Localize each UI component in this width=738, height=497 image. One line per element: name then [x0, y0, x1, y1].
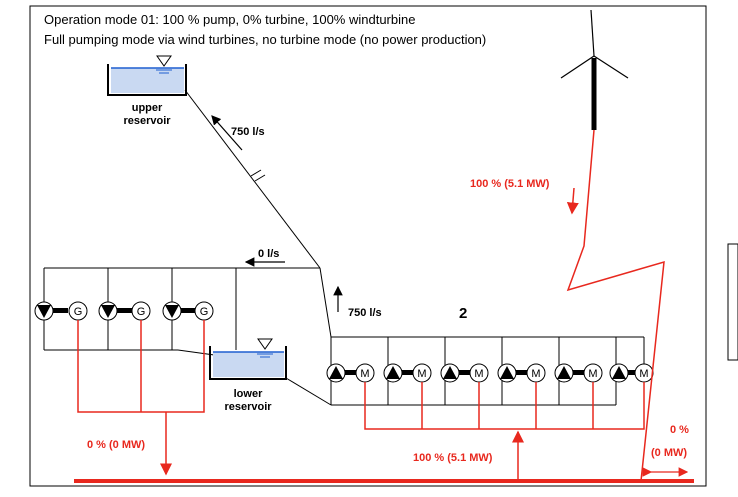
penstock-pipe [184, 89, 321, 269]
pump-flow-label: 750 l/s [348, 307, 382, 319]
motor-symbol: M [417, 368, 426, 380]
motor-symbol: M [588, 368, 597, 380]
pump-unit-4: M [497, 363, 546, 383]
side-marker [727, 243, 738, 361]
upper-reservoir-label-1: upper [132, 102, 163, 114]
generator-symbol: G [137, 306, 146, 318]
turbine-icon [101, 305, 115, 318]
turbine-unit-2: G [98, 301, 151, 321]
motor-symbol: M [360, 368, 369, 380]
turbine-unit-1: G [34, 301, 88, 321]
pump-station-id: 2 [459, 305, 467, 322]
grid-power-label-2: (0 MW) [651, 447, 687, 459]
turbine-icon [165, 305, 179, 318]
water-level-icon [257, 338, 273, 350]
motor-symbol: M [474, 368, 483, 380]
wind-turbine-icon [560, 9, 629, 130]
water-level-icon [156, 55, 172, 67]
pump-collector-line [364, 382, 645, 430]
penstock-flow-label: 750 l/s [231, 126, 265, 138]
pump-icon [557, 366, 571, 379]
pump-unit-2: M [383, 363, 432, 383]
pump-icon [386, 366, 400, 379]
title-line-1: Operation mode 01: 100 % pump, 0% turbin… [44, 12, 415, 27]
turbine-unit-3: G [162, 301, 214, 321]
generator-symbol: G [200, 306, 209, 318]
pump-icon [612, 366, 626, 379]
pump-icon [329, 366, 343, 379]
wind-power-arrow [566, 187, 579, 215]
turbine-icon [37, 305, 51, 318]
upper-reservoir-label-2: reservoir [123, 115, 171, 127]
penstock-flow-arrow [211, 115, 243, 151]
wind-power-line [566, 129, 665, 482]
pump-icon [500, 366, 514, 379]
motor-symbol: M [531, 368, 540, 380]
pump-unit-1: M [326, 363, 375, 383]
lower-reservoir-label-1: lower [234, 388, 263, 400]
power-lines [77, 129, 665, 482]
wind-power-label: 100 % (5.1 MW) [470, 178, 550, 190]
pump-unit-5: M [554, 363, 603, 383]
lower-reservoir [209, 338, 287, 380]
pump-unit-3: M [440, 363, 489, 383]
pump-unit-6: M [609, 363, 654, 383]
motor-symbol: M [639, 368, 648, 380]
grid-power-label-1: 0 % [670, 424, 689, 436]
turbine-power-label: 0 % (0 MW) [87, 439, 145, 451]
outer-frame [29, 5, 707, 487]
pump-power-label: 100 % (5.1 MW) [413, 452, 493, 464]
upper-reservoir [107, 55, 187, 96]
penstock-break-2 [254, 174, 266, 182]
penstock-break-1 [250, 169, 262, 177]
pump-icon [443, 366, 457, 379]
generator-symbol: G [74, 306, 83, 318]
grid-bus-bar [74, 479, 694, 483]
pump-branch-pipe [319, 267, 332, 338]
lower-reservoir-label-2: reservoir [224, 401, 272, 413]
title-line-2: Full pumping mode via wind turbines, no … [44, 32, 486, 47]
turbine-flow-label: 0 l/s [258, 248, 279, 260]
